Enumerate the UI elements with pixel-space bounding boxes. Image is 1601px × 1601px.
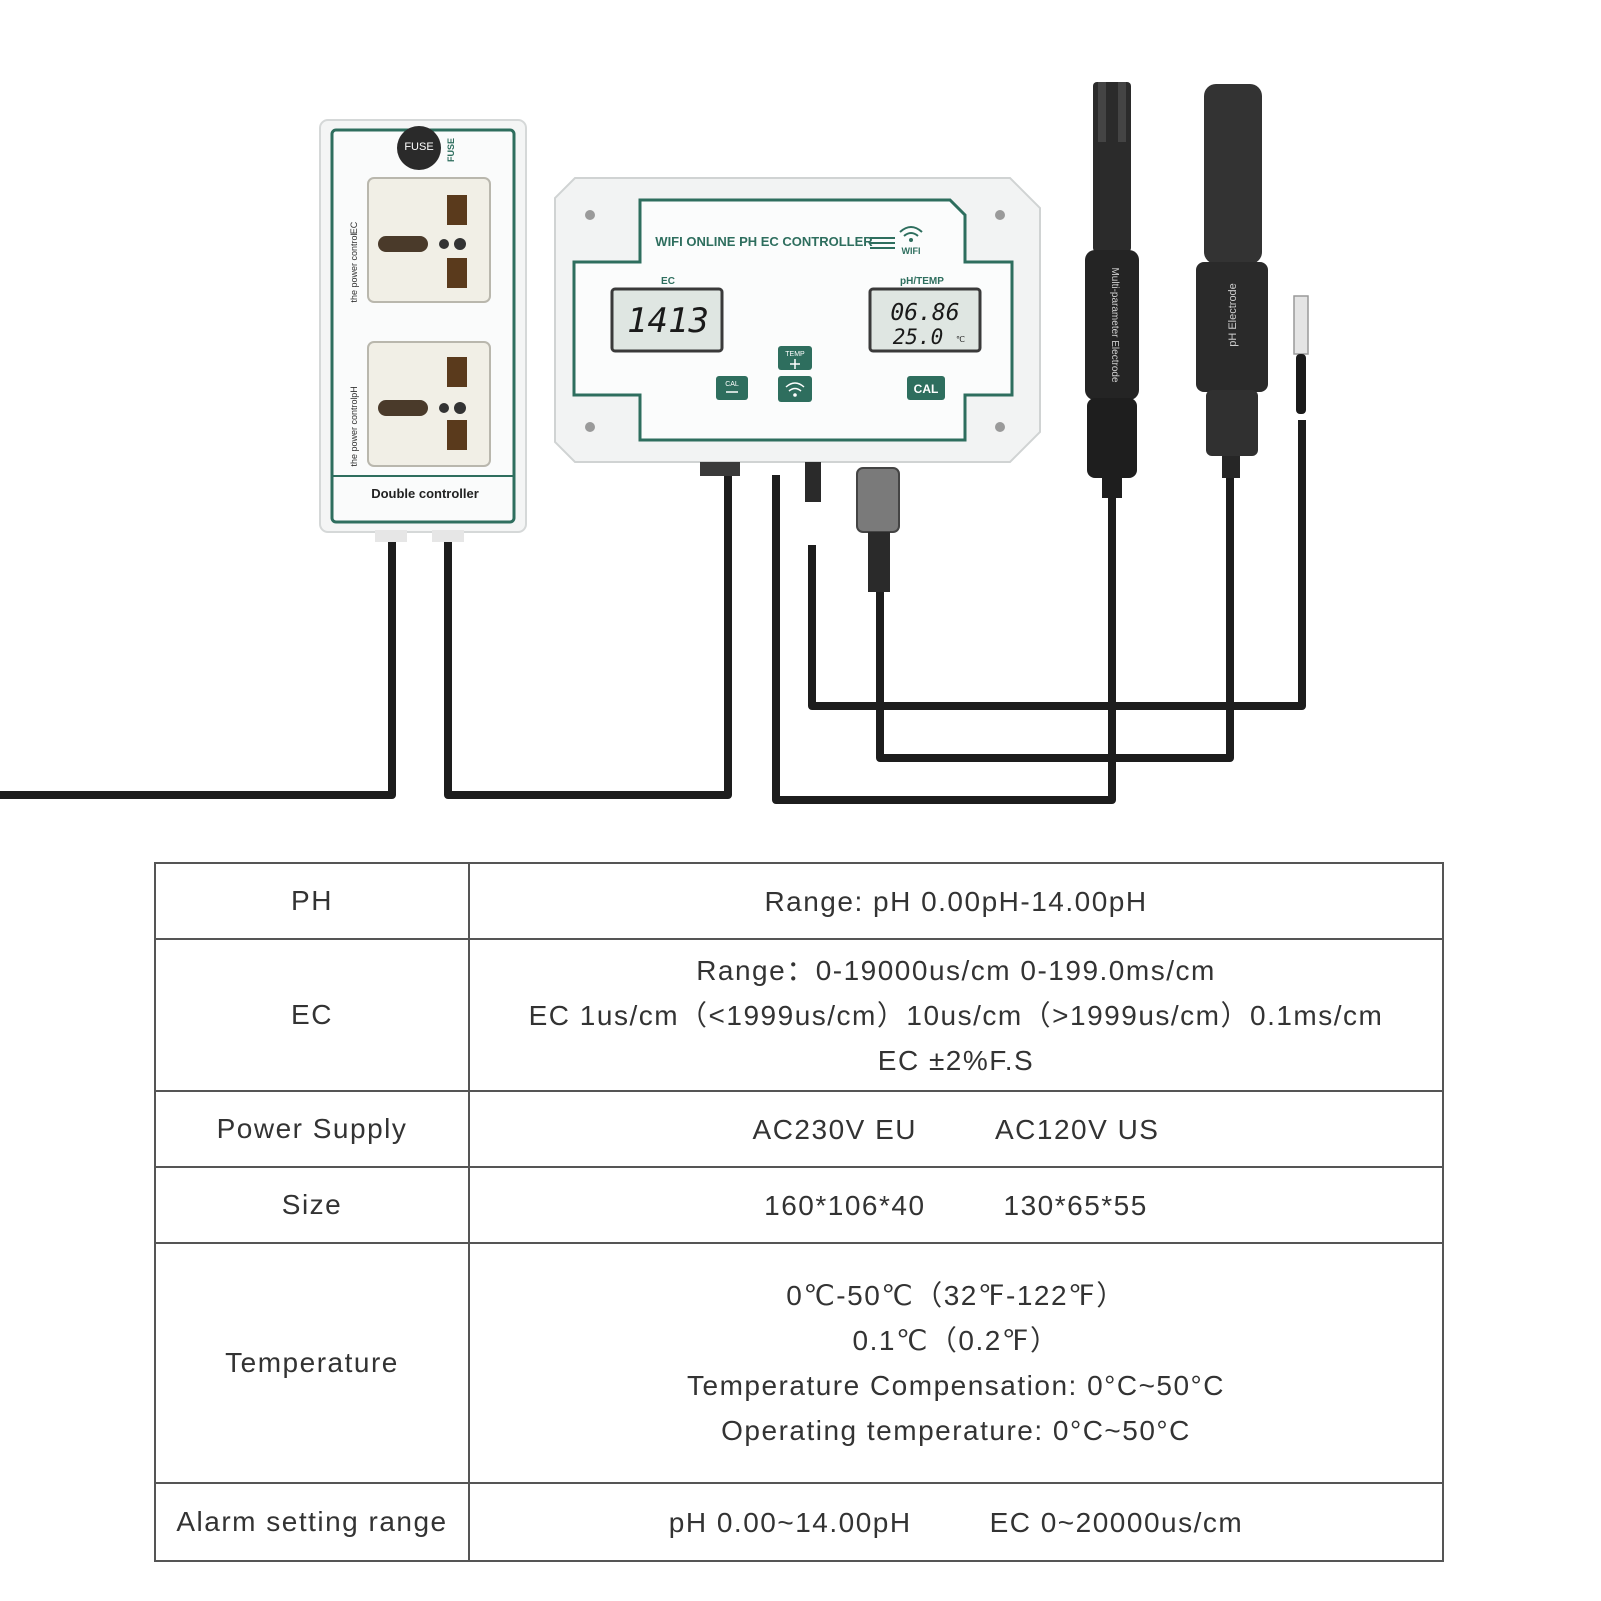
cal-button-left[interactable]: CAL: [716, 376, 748, 400]
fuse-cap: [397, 126, 441, 170]
temperature-sensor: [1293, 295, 1309, 414]
controller-title: WIFI ONLINE PH EC CONTROLLER: [655, 234, 873, 249]
spec-row-alarm: Alarm setting range pH 0.00~14.00pH EC 0~…: [154, 1482, 1444, 1562]
controller-cable-2: [808, 420, 1306, 710]
spec-label-alarm: Alarm setting range: [154, 1482, 470, 1562]
svg-text:CAL: CAL: [725, 381, 739, 388]
socket-ec-caption: the power control: [349, 233, 359, 302]
socket-ec-channel: EC: [349, 221, 359, 234]
spec-alarm-ec: EC 0~20000us/cm: [989, 1506, 1244, 1538]
spec-value-ph: Range: pH 0.00pH-14.00pH: [468, 862, 1444, 940]
outlet-name: Double controller: [371, 486, 479, 501]
spec-value-size: 160*106*40 130*65*55: [468, 1166, 1444, 1244]
spec-label-power: Power Supply: [154, 1090, 470, 1168]
spec-temp-line-4: Operating temperature: 0°C~50°C: [721, 1415, 1191, 1446]
ec-reading: 1413: [627, 301, 709, 341]
spec-label-temperature: Temperature: [154, 1242, 470, 1484]
spec-label-ph: PH: [154, 862, 470, 940]
cal-button-right[interactable]: CAL: [907, 376, 945, 400]
svg-text:TEMP: TEMP: [785, 351, 805, 358]
wifi-label: WIFI: [902, 246, 921, 256]
spec-temp-line-2: 0.1℃（0.2℉）: [852, 1325, 1060, 1356]
spec-power-eu: AC230V EU: [752, 1113, 917, 1145]
spec-table: PH Range: pH 0.00pH-14.00pH EC Range：0-1…: [154, 862, 1444, 1562]
power-cable-left: [0, 540, 396, 799]
outlet-box: FUSE FUSE the power control EC the power…: [319, 119, 527, 542]
ec-display-label: EC: [661, 276, 675, 287]
controller-cable-1: [772, 475, 1116, 804]
socket-ph-channel: pH: [349, 386, 359, 398]
probe-1-label: Multi-parameter Electrode: [1109, 267, 1120, 382]
power-cable-right: [444, 475, 732, 799]
spec-value-ec: Range：0-19000us/cm 0-199.0ms/cm EC 1us/c…: [468, 938, 1444, 1092]
controller-unit: WIFI ONLINE PH EC CONTROLLER WIFI EC 141…: [554, 177, 1041, 592]
fuse-cap-label: FUSE: [404, 141, 433, 153]
temp-reading: 25.0: [893, 325, 944, 349]
controller-cable-3: [876, 470, 1234, 762]
ph-temp-display: [868, 287, 982, 353]
spec-ec-line-1: Range：0-19000us/cm 0-199.0ms/cm: [696, 954, 1216, 986]
spec-value-temperature: 0℃-50℃（32℉-122℉） 0.1℃（0.2℉） Temperature …: [468, 1242, 1444, 1484]
temp-plus-button[interactable]: TEMP: [778, 346, 812, 370]
probe-multi-parameter: Multi-parameter Electrode: [1085, 82, 1139, 498]
spec-row-power: Power Supply AC230V EU AC120V US: [154, 1090, 1444, 1168]
spec-power-us: AC120V US: [995, 1113, 1160, 1145]
spec-row-ph: PH Range: pH 0.00pH-14.00pH: [154, 862, 1444, 940]
fuse-side-label: FUSE: [446, 138, 456, 162]
product-photo: FUSE FUSE the power control EC the power…: [0, 82, 1309, 804]
spec-value-power: AC230V EU AC120V US: [468, 1090, 1444, 1168]
spec-temp-line-1: 0℃-50℃（32℉-122℉）: [786, 1280, 1126, 1311]
spec-ec-line-2: EC 1us/cm（<1999us/cm）10us/cm（>1999us/cm）…: [528, 999, 1384, 1031]
spec-row-ec: EC Range：0-19000us/cm 0-199.0ms/cm EC 1u…: [154, 938, 1444, 1092]
spec-ec-line-3: EC ±2%F.S: [877, 1044, 1035, 1076]
svg-text:CAL: CAL: [914, 382, 939, 396]
spec-label-ec: EC: [154, 938, 470, 1092]
ph-reading: 06.86: [890, 300, 959, 326]
ec-display: [610, 287, 724, 353]
probe-ph-electrode: pH Electrode: [1196, 84, 1268, 478]
spec-size-outlet: 130*65*55: [1003, 1189, 1148, 1221]
cables: [0, 420, 1306, 804]
wifi-button[interactable]: [778, 376, 812, 402]
spec-size-controller: 160*106*40: [764, 1189, 926, 1221]
probe-2-label: pH Electrode: [1227, 283, 1239, 347]
temp-unit: ℃: [956, 335, 965, 344]
spec-row-size: Size 160*106*40 130*65*55: [154, 1166, 1444, 1244]
wifi-icon: [899, 226, 923, 237]
spec-value-alarm: pH 0.00~14.00pH EC 0~20000us/cm: [468, 1482, 1444, 1562]
spec-temp-line-3: Temperature Compensation: 0°C~50°C: [687, 1370, 1225, 1401]
spec-alarm-ph: pH 0.00~14.00pH: [668, 1506, 912, 1538]
spec-row-temperature: Temperature 0℃-50℃（32℉-122℉） 0.1℃（0.2℉） …: [154, 1242, 1444, 1484]
socket-ph-caption: the power control: [349, 397, 359, 466]
ph-temp-display-label: pH/TEMP: [900, 276, 944, 287]
spec-label-size: Size: [154, 1166, 470, 1244]
